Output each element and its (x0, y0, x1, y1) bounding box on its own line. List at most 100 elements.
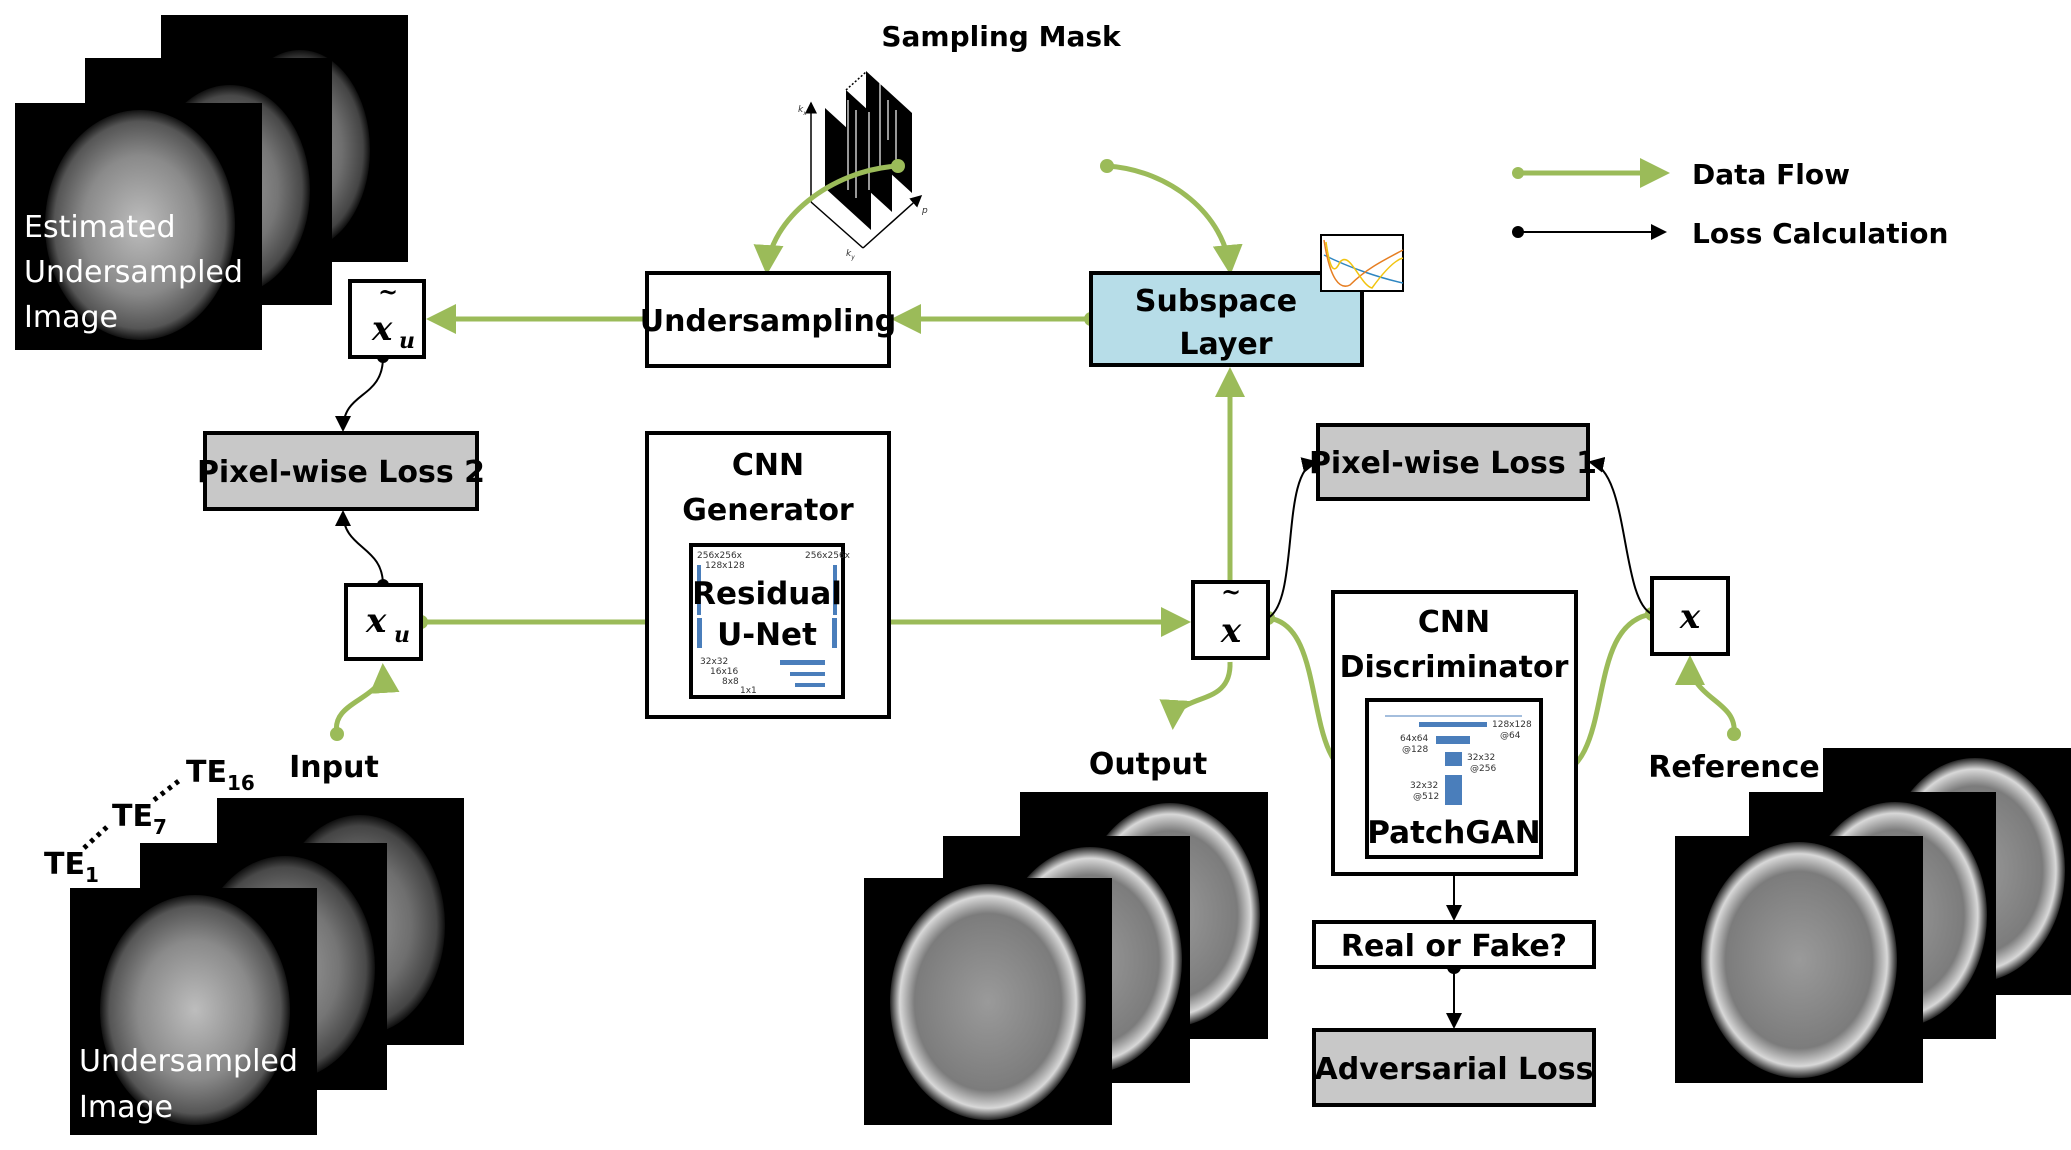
patchgan-layer-label: 32x32 (1410, 781, 1438, 791)
x-tilde-accent: ~ (1221, 577, 1241, 606)
residual-unet-block: 256x256x 256x256x 128x128 32x32 16x16 8x… (689, 543, 851, 699)
cnn-discriminator-label-line-1: CNN (1418, 605, 1490, 640)
unet-layer-label: 1x1 (740, 686, 757, 696)
adversarial-loss-box (1312, 1028, 1596, 1107)
pixel-wise-loss-1: Pixel-wise Loss 1 (1309, 423, 1597, 501)
te-labels: TE1 TE7 TE16 (44, 755, 255, 887)
p-axis (862, 194, 923, 249)
output-label: Output (1089, 747, 1207, 782)
flow-dot (1100, 159, 1114, 173)
x-u-to-loss-2-arrow (335, 510, 384, 586)
x-tilde-box: ~ x (1191, 577, 1270, 660)
patchgan-layer-label: @64 (1500, 731, 1521, 741)
x-tilde-to-output-arrow (1159, 661, 1233, 730)
cnn-discriminator-label-line-2: Discriminator (1340, 650, 1569, 685)
real-or-fake-block: Real or Fake? (1312, 920, 1596, 969)
x-u-tilde-subscript: u (399, 328, 415, 354)
te-ellipsis-dots (152, 778, 182, 802)
mask-to-undersampling-arrow (753, 163, 899, 275)
reference-to-x-arrow (1675, 655, 1737, 735)
real-or-fake-label: Real or Fake? (1341, 929, 1567, 964)
kx-axis-label: kx (798, 105, 807, 117)
ky-axis-label: ky (846, 249, 855, 261)
legend: Data Flow Loss Calculation (1512, 158, 1948, 250)
undersampling-box (645, 271, 891, 368)
undersampled-label-line-2: Image (79, 1090, 173, 1125)
te-16-label: TE16 (186, 755, 255, 795)
subspace-layer-box (1089, 271, 1364, 367)
estimated-label-line-3: Image (24, 300, 118, 335)
patchgan-layer-label: 128x128 (1492, 720, 1532, 730)
x-to-loss-1-arrow (1588, 456, 1653, 615)
cnn-generator-block: CNN Generator 256x256x 256x256x 128x128 … (645, 431, 891, 719)
legend-loss-label: Loss Calculation (1692, 217, 1948, 250)
cnn-generator-label-line-1: CNN (732, 448, 804, 483)
patchgan-layer-label: @512 (1413, 792, 1439, 802)
pixel-wise-loss-2-label: Pixel-wise Loss 2 (197, 455, 485, 490)
estimated-undersampled-image-stack: Estimated Undersampled Image (15, 15, 408, 350)
legend-loss-dot (1512, 226, 1524, 238)
te-7-label: TE7 (112, 799, 167, 839)
undersampling-label: Undersampling (640, 304, 897, 339)
cnn-generator-label-line-2: Generator (682, 493, 854, 528)
x-u-box: x u (344, 583, 423, 661)
ky-axis (810, 201, 864, 249)
unet-layer-label: 16x16 (710, 667, 739, 677)
x-u-tilde-box: ~ x u (348, 277, 426, 359)
residual-unet-label-line-2: U-Net (717, 617, 817, 653)
sampling-mask-graphic: kx ky p (798, 71, 928, 261)
te-1-label: TE1 (44, 847, 99, 887)
patchgan-label: PatchGAN (1367, 815, 1540, 851)
pixel-wise-loss-2: Pixel-wise Loss 2 (197, 431, 485, 511)
pixel-wise-loss-1-label: Pixel-wise Loss 1 (1309, 446, 1597, 481)
flow-dot (891, 159, 905, 173)
unet-layer-label: 128x128 (705, 561, 745, 571)
undersampling-block: Undersampling (640, 271, 897, 368)
brain-shape (890, 884, 1086, 1120)
reference-image-stack (1675, 748, 2071, 1083)
x-tilde-to-loss-1-arrow (1267, 457, 1318, 619)
patchgan-block: 128x128 @64 64x64 @128 32x32 @256 32x32 … (1365, 698, 1543, 859)
unet-layer-label: 32x32 (700, 657, 728, 667)
legend-data-flow-dot (1512, 167, 1524, 179)
patchgan-layer-label: @128 (1402, 745, 1428, 755)
subspace-layer-block: Subspace Layer (1089, 234, 1404, 367)
undersampled-image-stack: Undersampled Image (70, 798, 464, 1135)
pixel-wise-loss-1-box (1316, 423, 1590, 501)
x-u-base: x (365, 601, 387, 641)
output-image-stack (864, 792, 1268, 1125)
brain-shape (100, 895, 290, 1125)
estimated-label-line-1: Estimated (24, 210, 176, 245)
x-box: x (1650, 576, 1730, 656)
unet-layer-label: 256x256x (697, 551, 743, 561)
real-or-fake-box (1312, 920, 1596, 969)
adversarial-loss-label: Adversarial Loss (1315, 1052, 1594, 1087)
unet-layer-bars (697, 565, 837, 687)
subspace-plot-icon (1320, 234, 1404, 292)
patchgan-layer-label: @256 (1470, 764, 1496, 774)
p-axis-label: p (921, 206, 928, 216)
x-u-tilde-to-loss-2-arrow (335, 356, 384, 432)
input-label: Input (289, 750, 379, 785)
residual-unet-box (689, 543, 845, 699)
flow-dot (1727, 727, 1741, 741)
brain-shape (45, 110, 235, 340)
patchgan-layer-label: 32x32 (1467, 753, 1495, 763)
subspace-layer-label-line-1: Subspace (1135, 284, 1297, 319)
x-frame (1650, 576, 1730, 656)
undersampled-label-line-1: Undersampled (79, 1044, 298, 1079)
flow-dot (330, 727, 344, 741)
x-u-frame (344, 583, 423, 661)
mask-to-subspace-arrow (1106, 163, 1243, 275)
x-u-tilde-frame (348, 279, 426, 359)
patchgan-layer-bars (1419, 722, 1487, 805)
estimated-label-line-2: Undersampled (24, 255, 243, 290)
input-to-x-u-arrow (333, 663, 400, 735)
x-tilde-base: x (1220, 611, 1242, 651)
unet-layer-label: 256x256x (805, 551, 851, 561)
pixel-wise-loss-2-box (203, 431, 479, 511)
x-u-subscript: u (394, 622, 410, 648)
x-u-tilde-accent: ~ (378, 277, 398, 306)
x-base: x (1679, 597, 1701, 637)
unet-layer-label: 8x8 (722, 677, 739, 687)
